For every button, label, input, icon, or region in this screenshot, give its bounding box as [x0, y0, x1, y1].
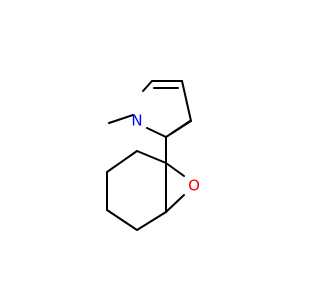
atom-label-nitrogen: N	[131, 112, 142, 130]
bond-cb-o	[165, 194, 185, 213]
bond-ring-c3-c4	[106, 209, 138, 231]
molecule-structure: N O	[106, 80, 200, 231]
bond-ring-ca-c1	[136, 150, 167, 164]
bond-ring-c1-c2	[106, 150, 138, 173]
bond-n-c2	[146, 127, 167, 138]
bond-c5-n	[142, 80, 153, 92]
bond-c3-c4	[181, 80, 192, 122]
atom-label-oxygen: O	[188, 177, 200, 195]
bond-n-methyl	[108, 114, 134, 124]
bond-ring-c4-cb	[136, 211, 167, 231]
bond-ca-o	[165, 162, 185, 177]
molecule-canvas: N O	[106, 80, 200, 231]
bond-c2-c3-double	[171, 120, 191, 134]
